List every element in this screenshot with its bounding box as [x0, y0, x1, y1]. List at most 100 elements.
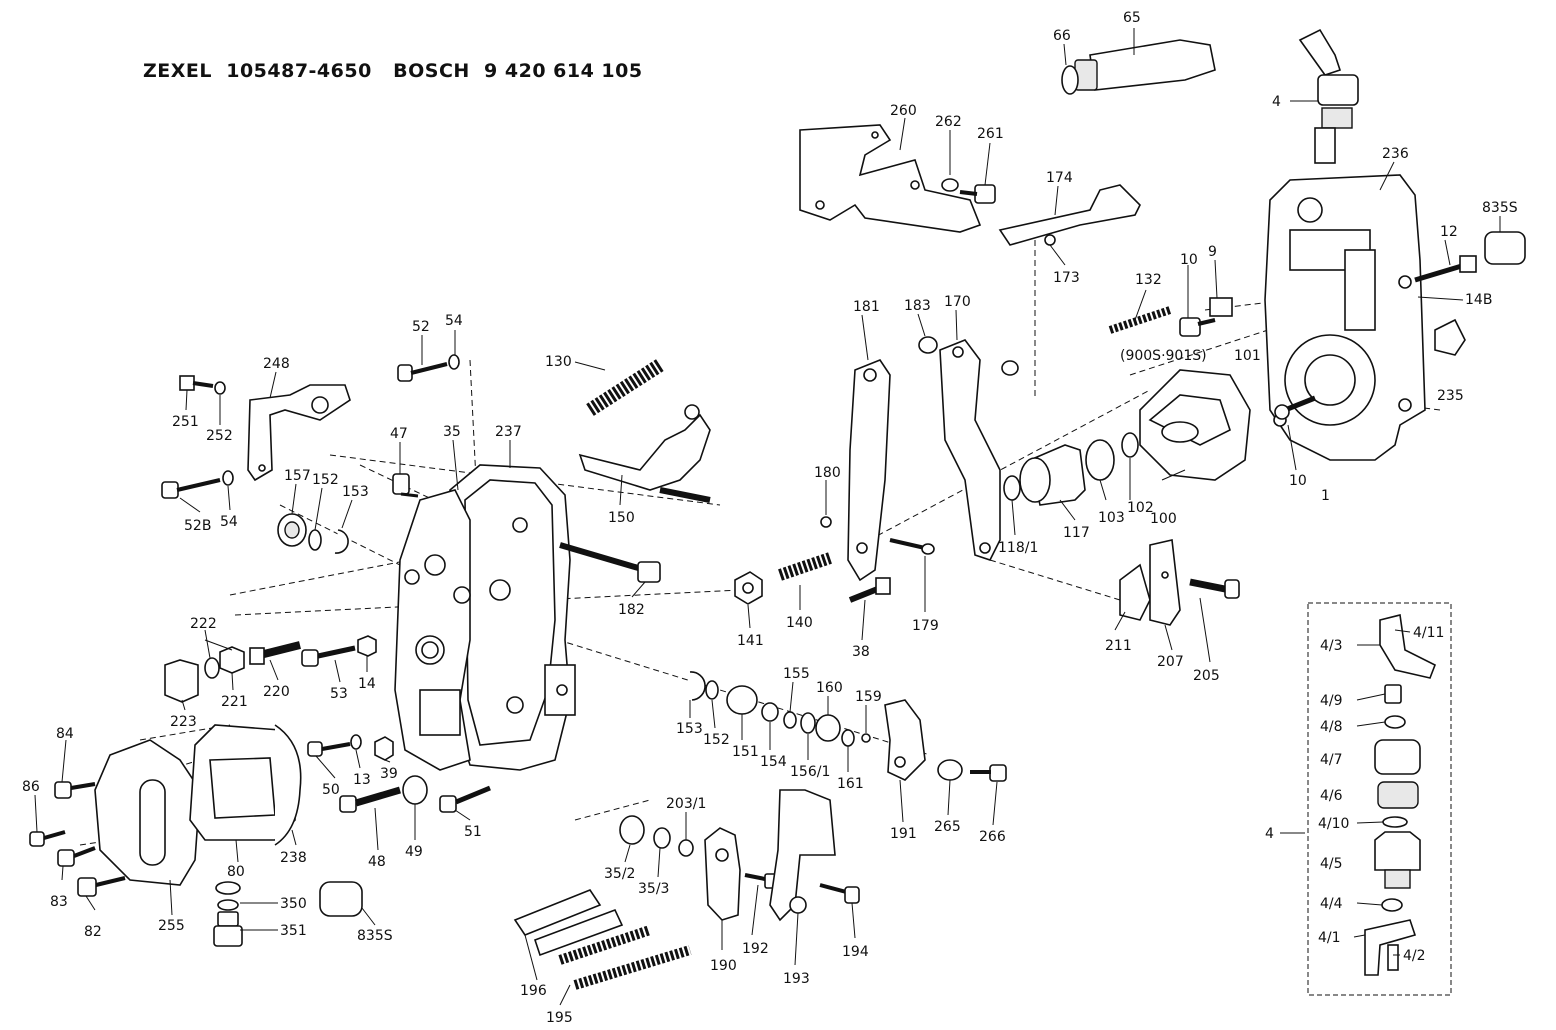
plate-255 [94, 739, 201, 886]
lever-190 [704, 827, 741, 921]
part-235-nut [1434, 318, 1466, 356]
label-181: 181 [853, 299, 880, 315]
label-38: 38 [852, 644, 870, 660]
label-4-kit: 4 [1265, 826, 1274, 842]
label-1: 1 [1321, 488, 1330, 504]
label-223: 223 [170, 714, 197, 730]
lever-207 [1149, 539, 1181, 626]
sleeves-196 [513, 889, 624, 957]
label-170: 170 [944, 294, 971, 310]
bolt-182 [559, 542, 661, 583]
label-39: 39 [380, 766, 398, 782]
pump-housing-237 [449, 464, 576, 771]
label-182: 182 [618, 602, 645, 618]
washer-155 [783, 711, 797, 729]
label-103: 103 [1098, 510, 1125, 526]
pin-180 [820, 516, 832, 528]
washer-118-1 [1003, 475, 1021, 501]
label-174: 174 [1046, 170, 1073, 186]
bolt-86 [29, 830, 66, 847]
label-350: 350 [280, 896, 307, 912]
label-117: 117 [1063, 525, 1090, 541]
label-10-a: 10 [1180, 252, 1198, 268]
screw-38 [848, 577, 891, 603]
gasket-238 [274, 724, 302, 846]
kit-4-box [1307, 602, 1452, 996]
washer-54-a [448, 354, 460, 370]
label-192: 192 [742, 941, 769, 957]
flyweight-assembly-100 [1139, 369, 1251, 481]
label-4-9: 4/9 [1320, 693, 1343, 709]
washer-262 [941, 178, 959, 192]
washer-156-1 [800, 712, 816, 734]
label-235: 235 [1437, 388, 1464, 404]
label-54-a: 54 [445, 313, 463, 329]
label-4-2: 4/2 [1403, 948, 1426, 964]
label-151: 151 [732, 744, 759, 760]
label-262: 262 [935, 114, 962, 130]
label-35: 35 [443, 424, 461, 440]
label-9: 9 [1208, 244, 1217, 260]
cap-835S-top [1484, 231, 1526, 265]
bolt-84 [54, 781, 96, 799]
label-4-3: 4/3 [1320, 638, 1343, 654]
label-100: 100 [1150, 511, 1177, 527]
oring-152-b [705, 680, 719, 700]
label-159: 159 [855, 689, 882, 705]
washer-35-3 [653, 827, 671, 849]
nut-223 [164, 659, 199, 703]
bolt-10-lower [1274, 395, 1316, 420]
bracket-260 [799, 124, 982, 233]
label-222: 222 [190, 616, 217, 632]
pin-205 [1189, 578, 1240, 599]
label-900S: (900S·901S) [1120, 348, 1207, 364]
washer-13 [350, 734, 362, 750]
cap-835S-b [319, 881, 363, 917]
label-266: 266 [979, 829, 1006, 845]
nut-141 [734, 571, 763, 605]
label-203-1: 203/1 [666, 796, 706, 812]
nut-221 [219, 646, 245, 674]
label-195: 195 [546, 1010, 573, 1026]
label-53: 53 [330, 686, 348, 702]
label-4-10: 4/10 [1318, 816, 1349, 832]
bolt-52 [397, 362, 448, 382]
bolt-194 [819, 883, 860, 904]
label-221: 221 [221, 694, 248, 710]
label-49: 49 [405, 844, 423, 860]
clamp-265 [937, 759, 963, 781]
label-152-a: 152 [312, 472, 339, 488]
kit-4-parts [1364, 614, 1437, 976]
washer-350 [215, 881, 241, 895]
label-141: 141 [737, 633, 764, 649]
label-161: 161 [837, 776, 864, 792]
label-238: 238 [280, 850, 307, 866]
label-179: 179 [912, 618, 939, 634]
label-156-1: 156/1 [790, 764, 830, 780]
lever-191 [884, 699, 926, 781]
bracket-248 [247, 384, 351, 482]
washer-252 [214, 381, 226, 395]
bolt-261 [959, 184, 996, 204]
label-155: 155 [783, 666, 810, 682]
label-196: 196 [520, 983, 547, 999]
bush-183 [918, 336, 938, 354]
bush-49 [402, 775, 428, 805]
spring-140 [778, 552, 832, 581]
label-4-top: 4 [1272, 94, 1281, 110]
lever-193 [769, 789, 836, 922]
bolt-50 [307, 741, 351, 757]
washer-154 [761, 702, 779, 722]
callout-labels: 65 66 4 236 835S 12 14B 235 1 10 10 9 10… [22, 10, 1518, 1026]
governor-housing-236 [1264, 174, 1426, 461]
screw-266 [970, 764, 1007, 782]
label-183: 183 [904, 298, 931, 314]
plug-151 [726, 685, 758, 715]
label-252: 252 [206, 428, 233, 444]
spring-130 [586, 359, 664, 416]
plug-35-2 [619, 815, 645, 845]
label-48: 48 [368, 854, 386, 870]
bolt-12 [1398, 255, 1477, 289]
label-157: 157 [284, 468, 311, 484]
